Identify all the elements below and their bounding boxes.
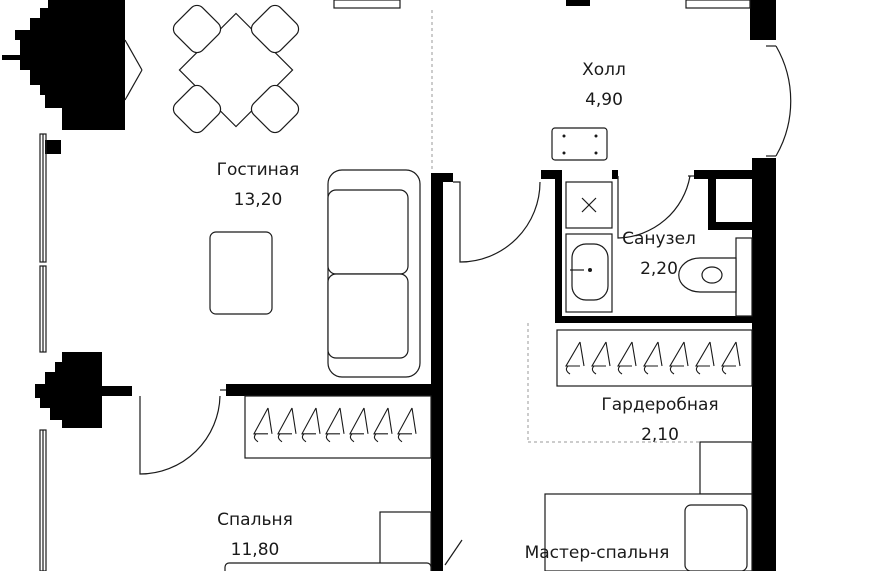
wall-central-cap xyxy=(443,173,453,182)
wall-column-mid-left xyxy=(35,352,132,428)
master-furniture xyxy=(544,441,753,571)
wall-bath-bottom xyxy=(555,316,753,323)
hanger-icon xyxy=(277,407,297,443)
room-labels: Холл 4,90 Гостиная 13,20 Санузел 2,20 Га… xyxy=(217,60,719,563)
living-name: Гостиная xyxy=(217,160,300,180)
coffee-table xyxy=(209,231,273,315)
master-name: Мастер-спальня xyxy=(525,543,670,563)
living-furniture xyxy=(209,169,421,378)
dining-set xyxy=(172,4,300,134)
wall-stub-left-1 xyxy=(45,140,61,154)
wall-bath-top-right xyxy=(694,170,754,179)
hall-furniture xyxy=(551,127,608,161)
bedroom-furniture xyxy=(224,511,432,571)
toilet-tank xyxy=(735,237,753,317)
door-living xyxy=(453,181,541,263)
sofa-cushion-1 xyxy=(327,189,409,275)
hanger-icon xyxy=(325,407,345,443)
toilet xyxy=(678,257,737,293)
door-bathroom xyxy=(617,175,691,239)
nightstand xyxy=(699,441,753,495)
hanger-icon xyxy=(373,407,393,443)
hanger-icon xyxy=(695,341,715,375)
bathroom-fixtures xyxy=(565,181,753,317)
wall-central xyxy=(431,173,443,571)
sofa-cushion-2 xyxy=(327,273,409,359)
bathroom-area: 2,20 xyxy=(640,259,678,279)
door-entrance xyxy=(775,45,792,157)
hanger-icon xyxy=(617,341,637,375)
doors xyxy=(139,45,792,566)
cabinet-top-2 xyxy=(685,0,751,9)
wardrobe-name: Гардеробная xyxy=(601,395,718,415)
hanger-icon xyxy=(591,341,611,375)
cabinet-top-1 xyxy=(333,0,401,9)
wall-right-exterior xyxy=(752,158,776,571)
hanger-icon xyxy=(349,407,369,443)
wall-shaft-bottom xyxy=(708,222,754,230)
wall-top-stub xyxy=(566,0,590,6)
wall-bath-top-right-stub xyxy=(612,170,618,179)
wall-right-top xyxy=(750,0,776,40)
wall-bath-left xyxy=(555,170,562,322)
hanger-icon xyxy=(721,341,741,375)
chair-2 xyxy=(250,4,300,54)
hanger-icon xyxy=(253,407,273,443)
hanger-icon xyxy=(669,341,689,375)
door-bedroom xyxy=(139,395,221,475)
bedroom-name: Спальня xyxy=(217,510,293,530)
chair-3 xyxy=(172,84,222,134)
bedroom-bed xyxy=(224,562,432,571)
wardrobe-top xyxy=(556,329,753,387)
hanger-icon xyxy=(397,407,417,443)
chair-1 xyxy=(172,4,222,54)
hall-area: 4,90 xyxy=(585,90,623,110)
wall-shaft-left xyxy=(708,179,716,227)
door-master xyxy=(444,539,463,566)
hanger-icon xyxy=(301,407,321,443)
top-cabinets xyxy=(333,0,751,9)
chair-4 xyxy=(250,84,300,134)
bedroom-area: 11,80 xyxy=(231,540,280,560)
hall-bench xyxy=(551,127,608,161)
windows xyxy=(39,39,143,571)
wall-bath-top-left xyxy=(541,170,557,179)
wardrobe-area: 2,10 xyxy=(641,425,679,445)
wardrobe-bedroom-rail xyxy=(244,395,432,459)
hanger-icon xyxy=(643,341,663,375)
hanger-icon xyxy=(565,341,585,375)
wall-bedroom-top xyxy=(226,384,431,396)
hall-name: Холл xyxy=(582,60,626,80)
bathroom-name: Санузел xyxy=(622,229,696,249)
walls xyxy=(2,0,776,571)
wall-column-top-left xyxy=(2,0,125,130)
pillow xyxy=(684,504,748,571)
living-area: 13,20 xyxy=(234,190,283,210)
wardrobe-top-rail xyxy=(556,329,753,387)
wardrobe-bedroom xyxy=(244,395,432,459)
bedroom-nightstand xyxy=(379,511,432,571)
